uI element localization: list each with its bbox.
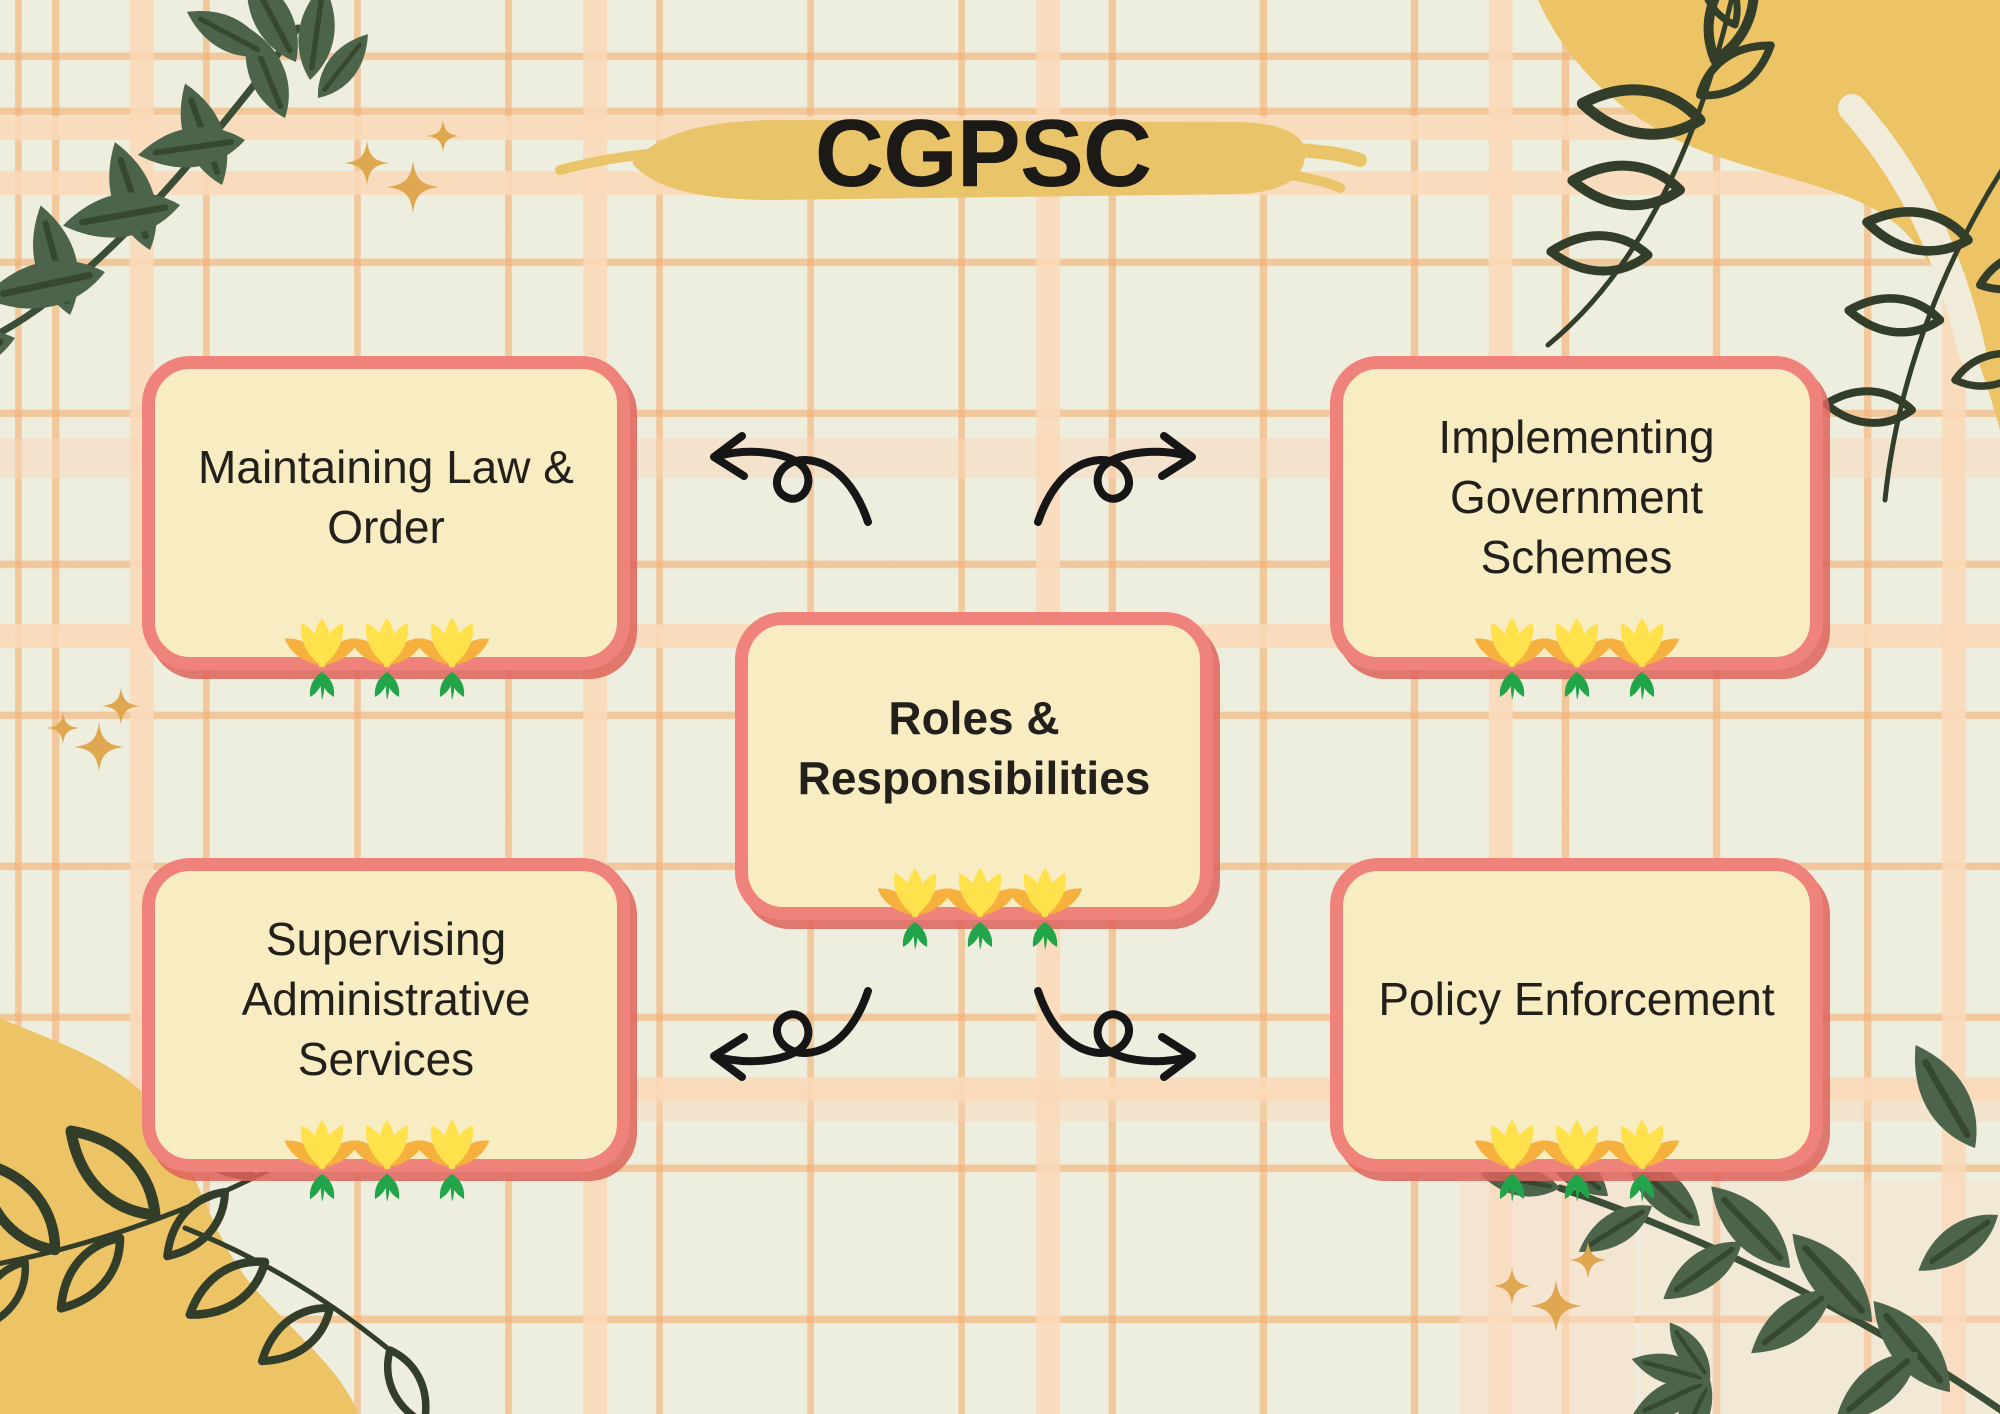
node-label: Implementing Government Schemes — [1438, 411, 1715, 583]
node-label: Maintaining Law & Order — [198, 441, 574, 553]
node-label: Supervising Administrative Services — [241, 913, 531, 1085]
node-box-supervising-administrative-services: Supervising Administrative Services — [142, 858, 630, 1172]
node-box-maintaining-law-order: Maintaining Law & Order — [142, 356, 630, 670]
page-title: CGPSC — [814, 100, 1152, 207]
node-box-implementing-government-schemes: Implementing Government Schemes — [1330, 356, 1823, 670]
node-box-policy-enforcement: Policy Enforcement — [1330, 858, 1823, 1172]
node-box-roles-responsibilities: Roles & Responsibilities — [735, 612, 1213, 920]
center-node-label: Roles & Responsibilities — [797, 692, 1151, 804]
node-label: Policy Enforcement — [1378, 973, 1775, 1026]
